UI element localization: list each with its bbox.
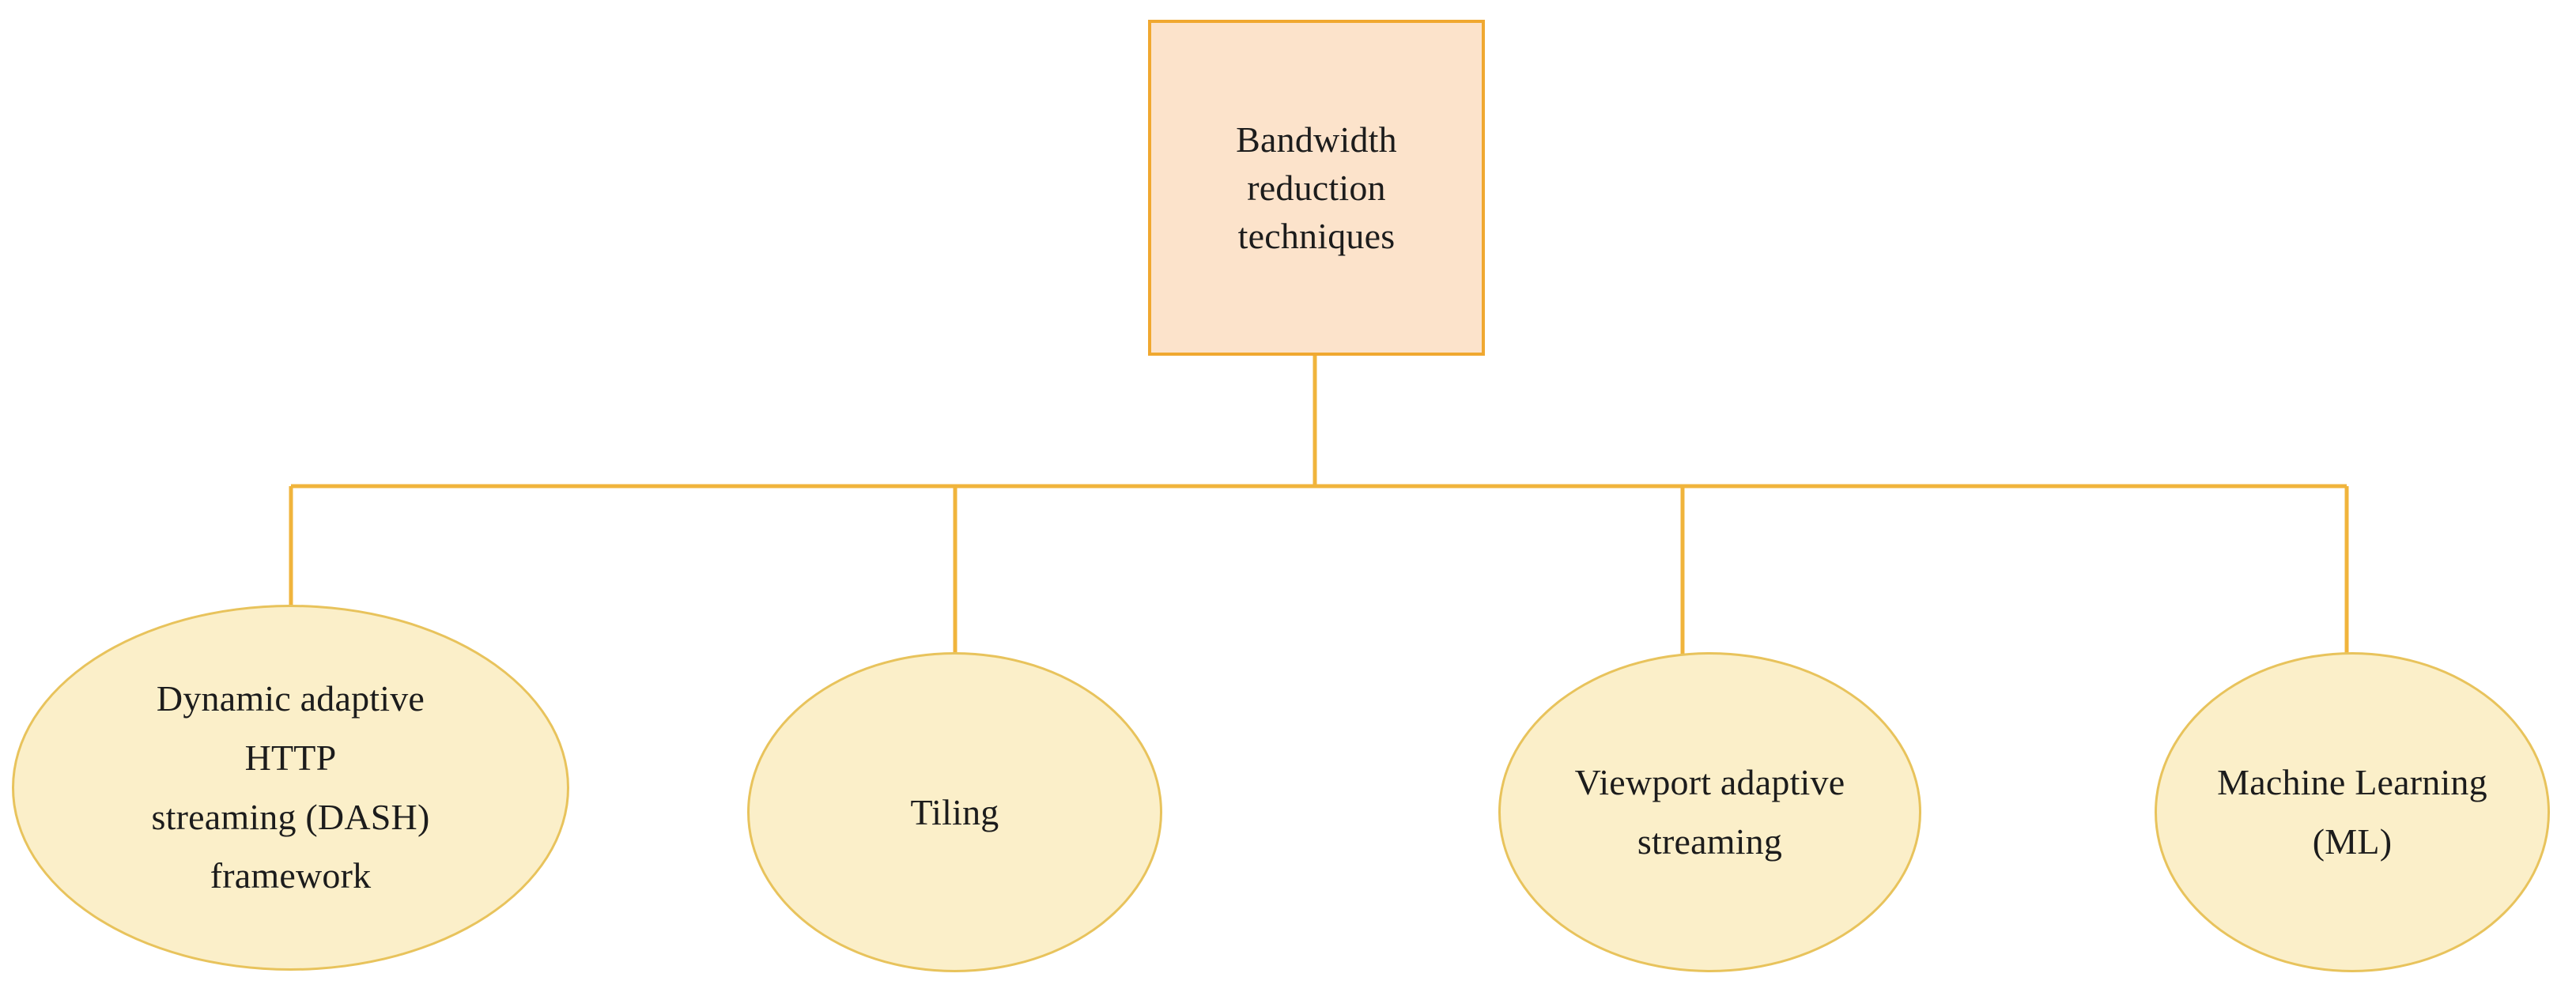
node-child-machine-learning[interactable]: Machine Learning(ML) <box>2155 652 2550 972</box>
node-child-machine-learning-label: Machine Learning(ML) <box>2217 761 2487 862</box>
node-child-tiling-label: Tiling <box>910 791 999 832</box>
node-child-tiling[interactable]: Tiling <box>747 652 1162 972</box>
